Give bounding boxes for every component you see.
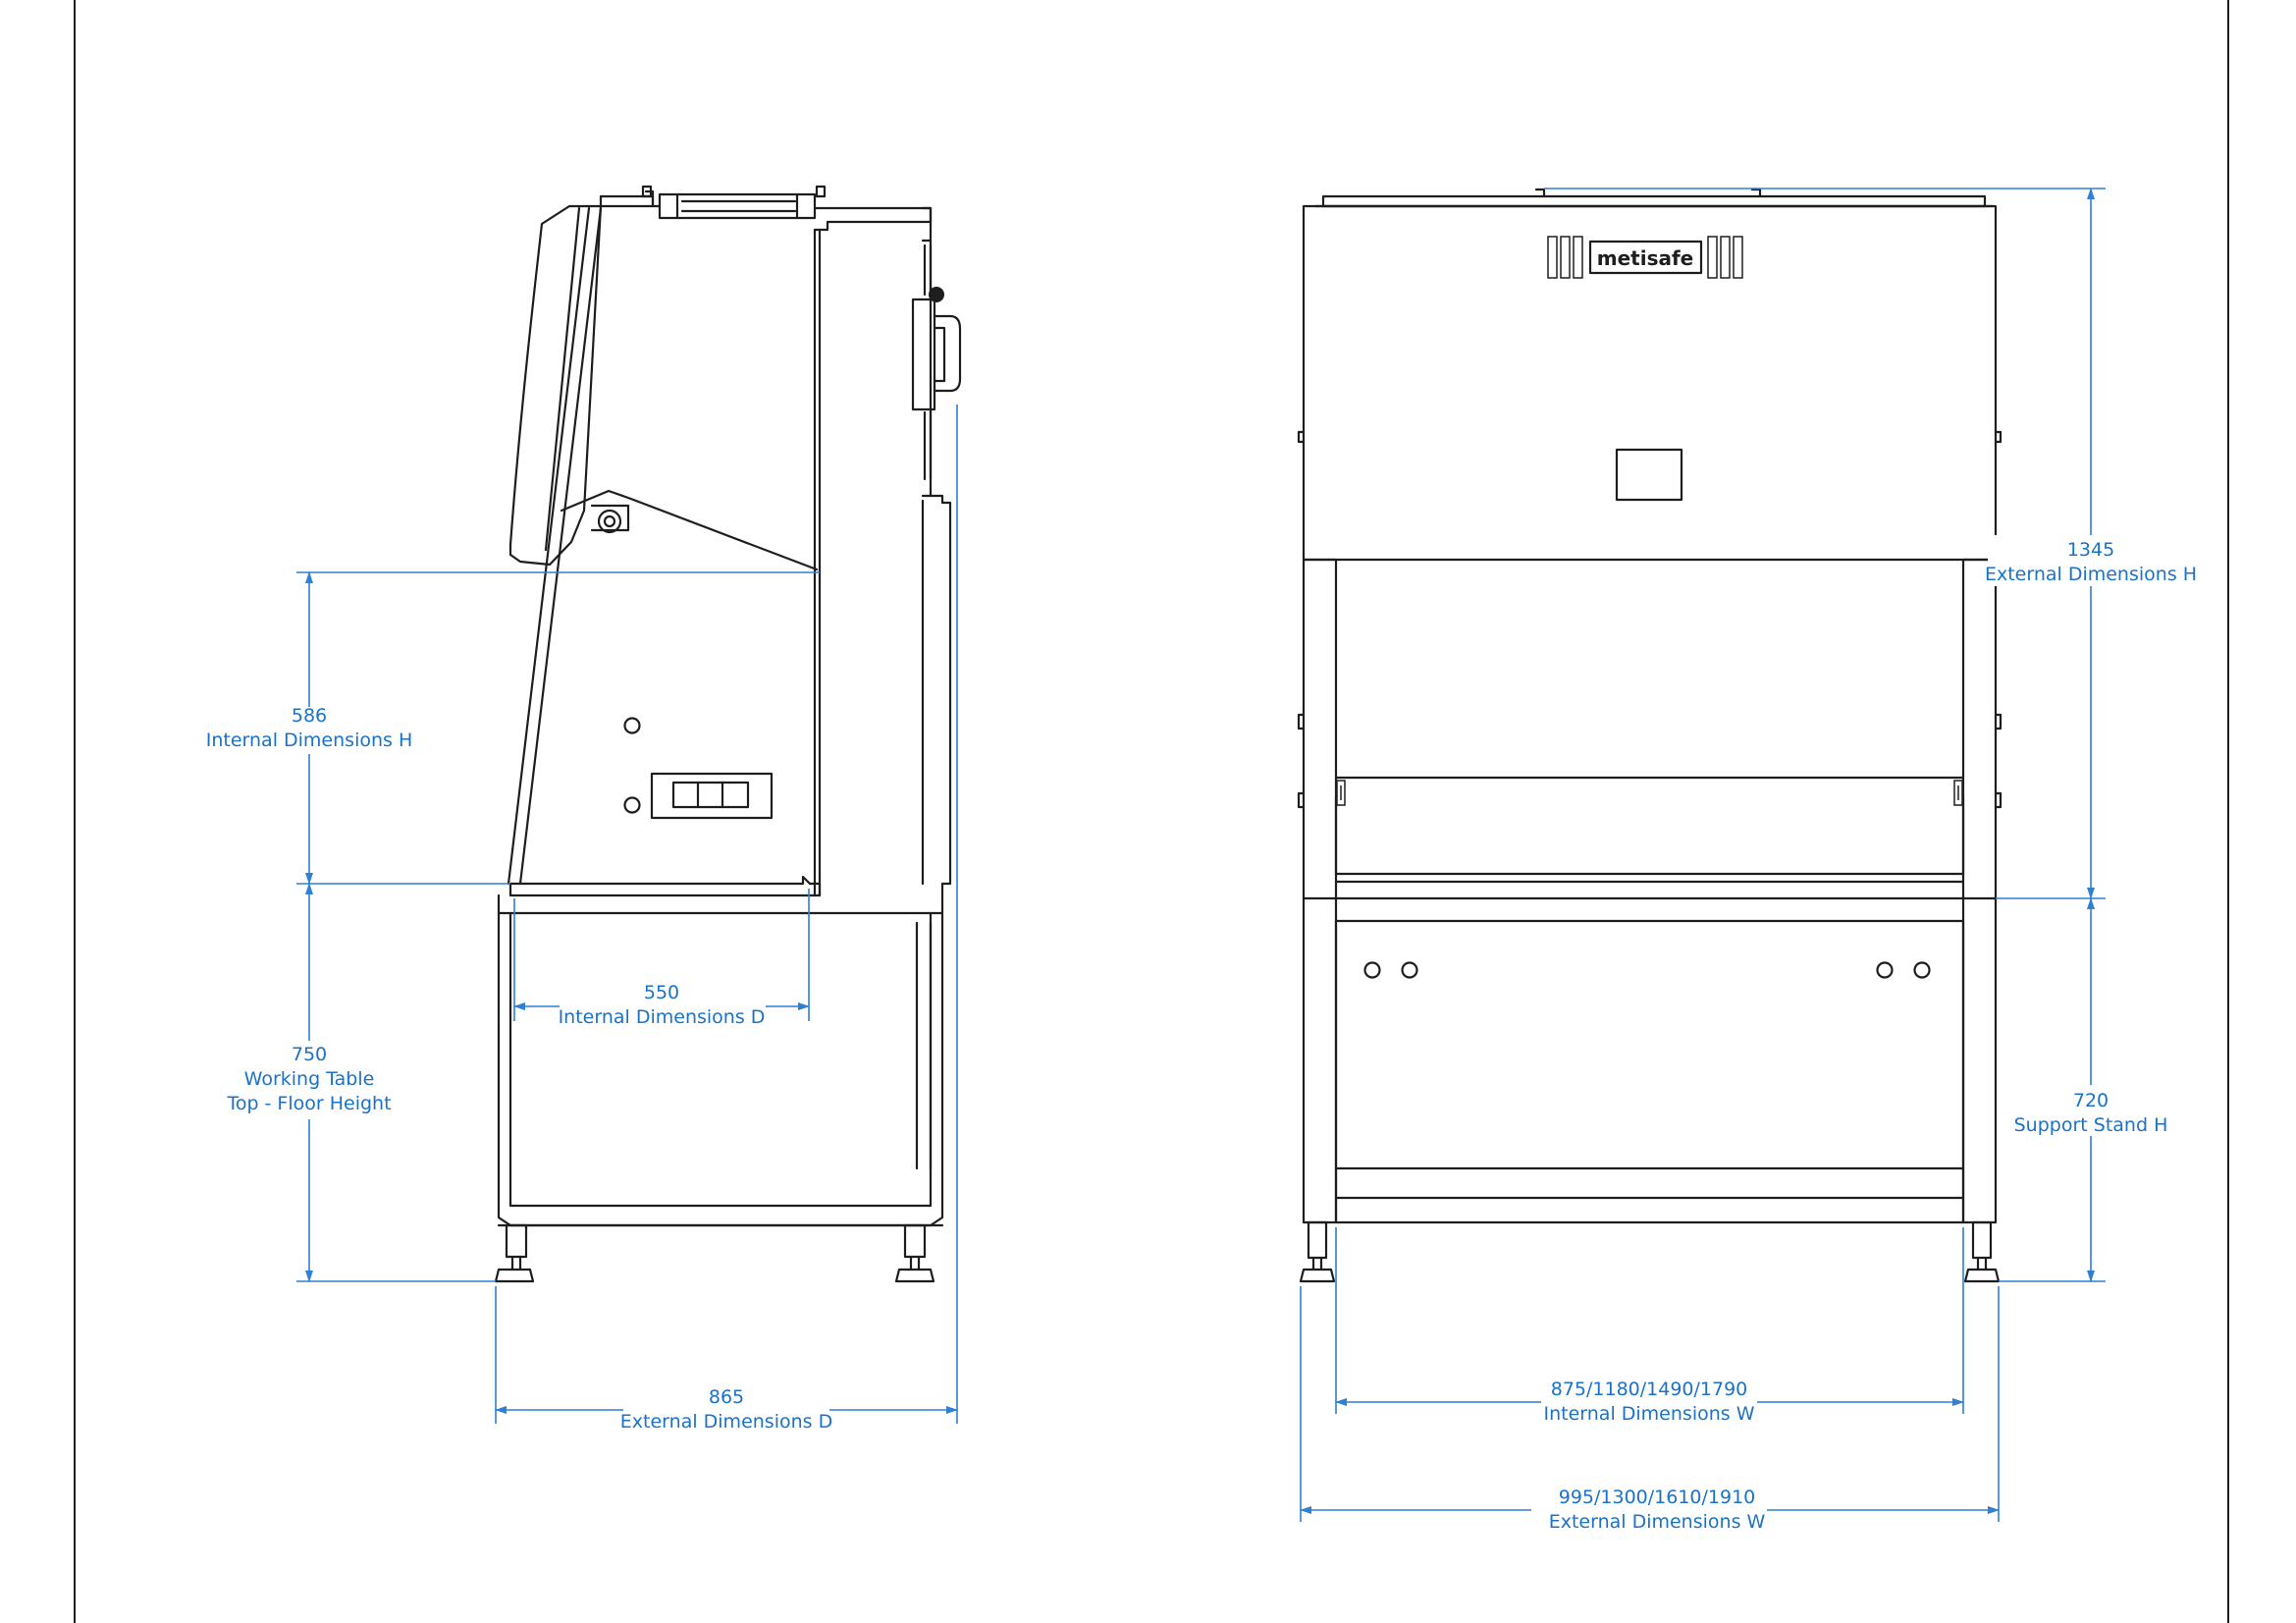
side-stand bbox=[494, 875, 944, 1283]
brand-logo: metisafe bbox=[1547, 236, 1743, 279]
front-sash bbox=[507, 204, 603, 886]
front-dimensions bbox=[1300, 188, 2194, 1534]
external-height-label: External Dimensions H bbox=[1985, 564, 2197, 585]
external-depth-value: 865 bbox=[709, 1386, 744, 1408]
internal-height-label: Internal Dimensions H bbox=[206, 730, 412, 751]
external-depth-label: External Dimensions D bbox=[620, 1411, 832, 1433]
internal-width-value: 875/1180/1490/1790 bbox=[1551, 1379, 1748, 1400]
support-stand-height-value: 720 bbox=[2073, 1090, 2109, 1111]
support-stand-height-label: Support Stand H bbox=[2014, 1114, 2168, 1136]
external-width-label: External Dimensions W bbox=[1549, 1511, 1766, 1533]
control-panel-display bbox=[1615, 448, 1683, 502]
rear-handle bbox=[911, 243, 962, 481]
sheet-border bbox=[74, 0, 2229, 1623]
front-view: metisafe bbox=[1297, 188, 2002, 1283]
internal-width-label: Internal Dimensions W bbox=[1544, 1403, 1755, 1425]
top-housing bbox=[599, 185, 933, 243]
internal-height-value: 586 bbox=[292, 705, 327, 727]
side-body bbox=[560, 228, 952, 897]
internal-depth-label: Internal Dimensions D bbox=[559, 1006, 766, 1028]
side-dimensions bbox=[206, 405, 958, 1434]
internal-depth-value: 550 bbox=[644, 982, 679, 1003]
table-floor-height-label-2: Top - Floor Height bbox=[226, 1093, 391, 1114]
side-view bbox=[494, 185, 962, 1283]
logo-text: metisafe bbox=[1597, 246, 1694, 270]
table-floor-height-value: 750 bbox=[292, 1044, 327, 1065]
external-height-value: 1345 bbox=[2067, 539, 2114, 561]
external-width-value: 995/1300/1610/1910 bbox=[1559, 1487, 1756, 1508]
table-floor-height-label-1: Working Table bbox=[244, 1068, 375, 1090]
